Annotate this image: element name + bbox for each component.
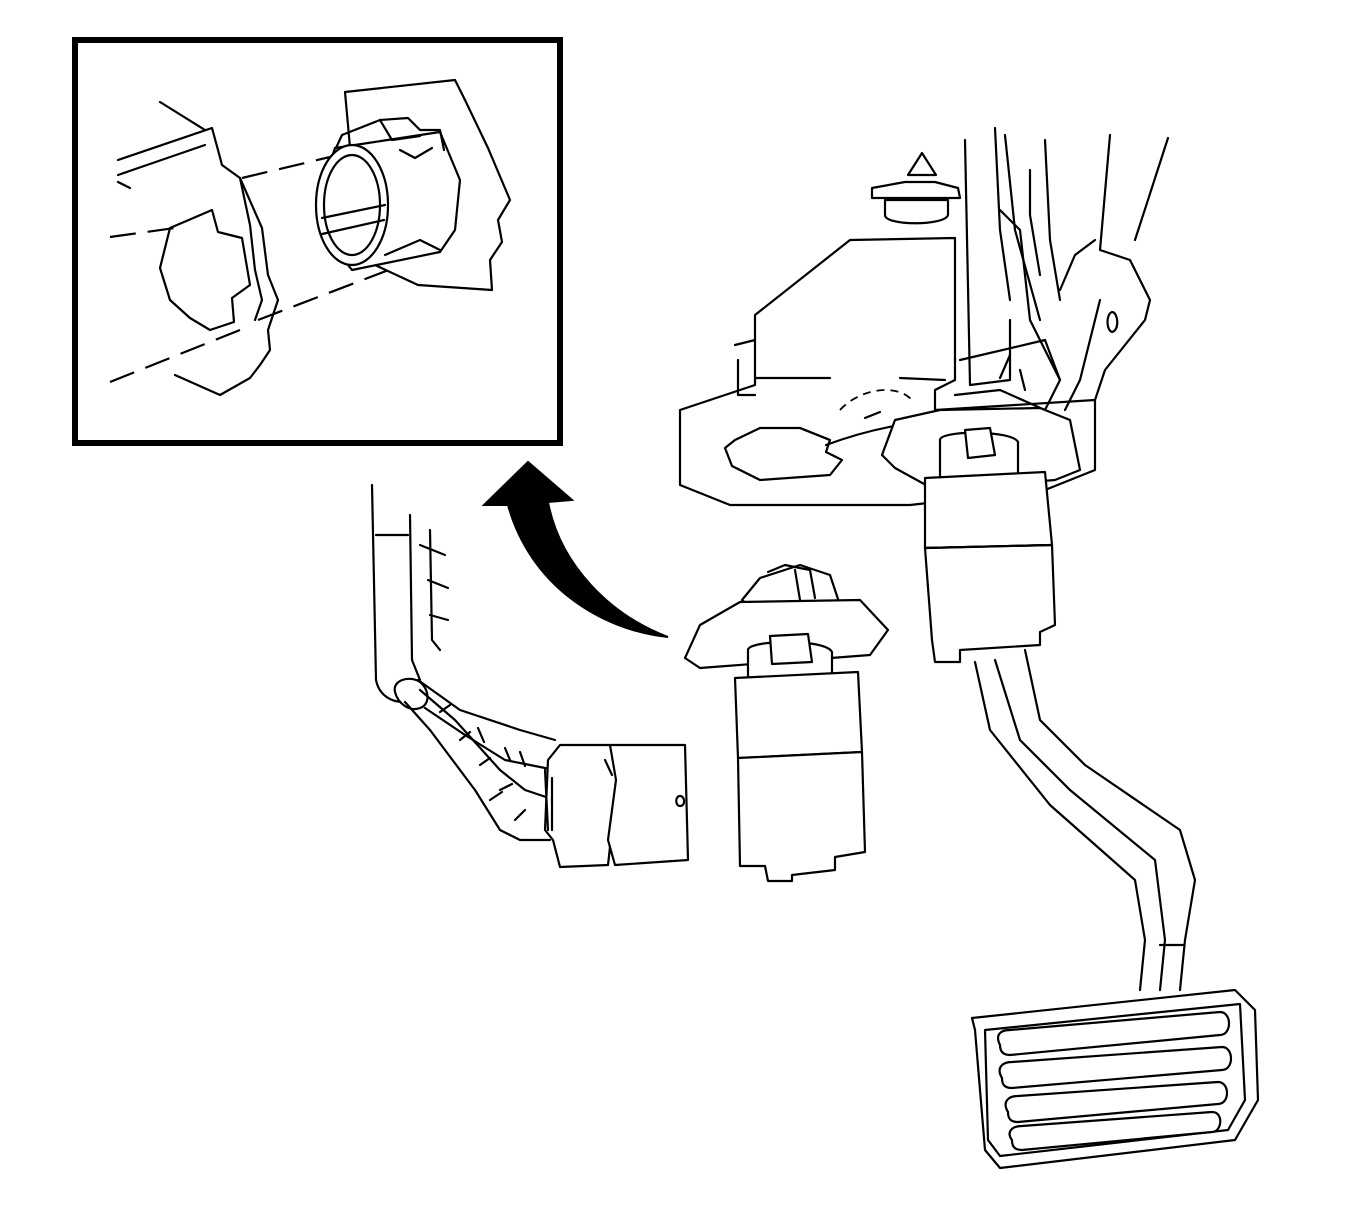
inset-bracket (116, 100, 280, 397)
electrical-connector (543, 743, 690, 869)
pedal-arm-lower (973, 648, 1197, 992)
bracket-clip (870, 151, 962, 225)
mount-hole (723, 426, 844, 482)
inset-dashed-guides (109, 155, 421, 384)
pedal-pad (970, 988, 1260, 1170)
inset-switch-body (314, 116, 462, 272)
installed-switch (880, 406, 1082, 664)
pedal-arm (953, 126, 1170, 412)
wiring-harness (370, 483, 557, 842)
inset-detail (72, 37, 563, 446)
inset-mount-hole (158, 208, 252, 332)
removed-switch (683, 563, 890, 883)
removal-arrow (481, 460, 669, 638)
